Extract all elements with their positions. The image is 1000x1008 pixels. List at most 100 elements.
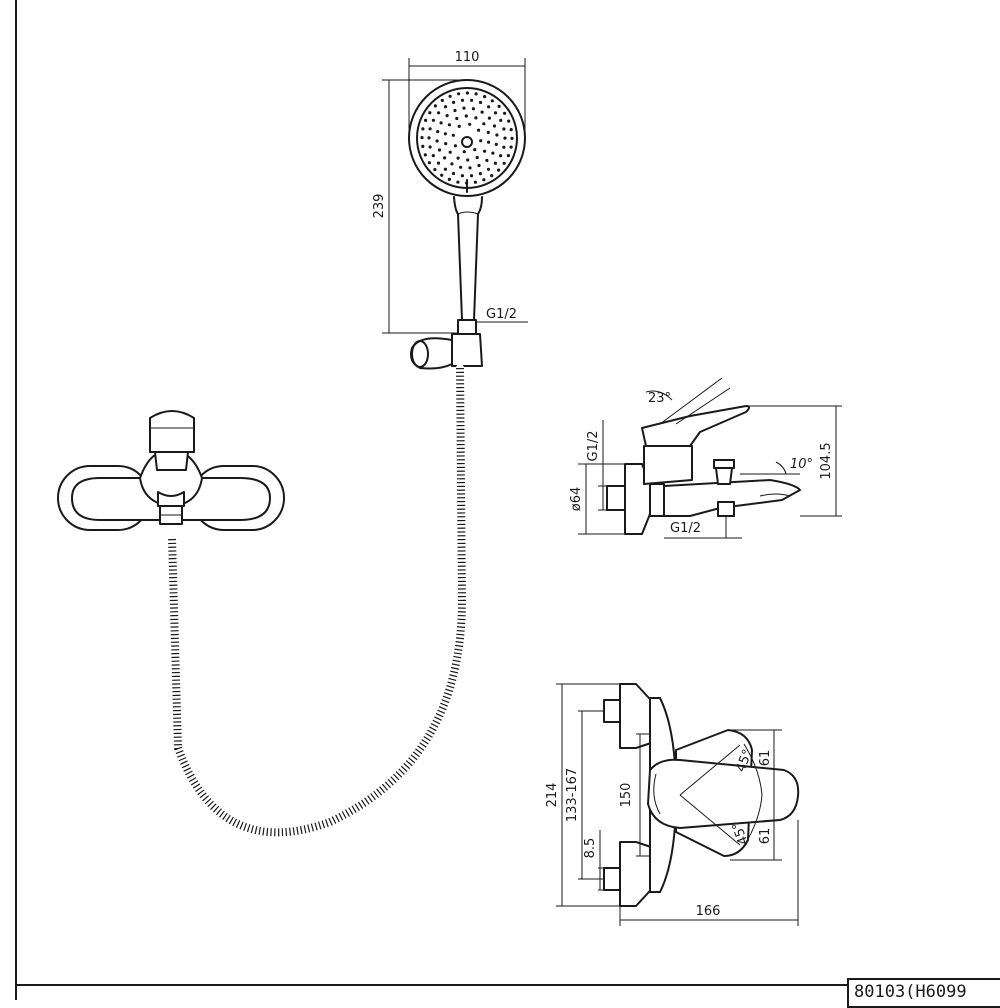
- nozzle-dot: [486, 130, 490, 134]
- dim-head-width: 110: [455, 50, 480, 65]
- nozzle-dot: [473, 148, 477, 152]
- nozzle-dot: [499, 118, 503, 122]
- angle-45-top-ref: [679, 744, 741, 796]
- shower-hose: [168, 364, 467, 837]
- angle-45-arcs: [743, 743, 763, 847]
- top-lever: [647, 758, 800, 829]
- dim-offset: 8.5: [583, 838, 598, 859]
- nozzle-dot: [447, 177, 451, 181]
- nozzle-dot: [499, 154, 503, 158]
- nozzle-dot: [509, 145, 513, 149]
- nozzle-dot: [490, 99, 494, 103]
- nozzle-dot: [447, 123, 451, 127]
- nozzle-dot: [460, 98, 465, 102]
- nozzle-dot: [469, 174, 474, 178]
- handle-neck: [457, 211, 479, 215]
- dim-hose-thread: G1/2: [486, 307, 517, 322]
- mixer-top-view: 45° 45° 61 61 214 133-167 150 8.5 166: [545, 683, 800, 926]
- nozzle-dot: [475, 155, 479, 160]
- nozzle-dot: [451, 171, 456, 176]
- nozzle-dot: [474, 92, 478, 96]
- side-body-spout: [663, 479, 801, 517]
- nozzle-dot: [486, 167, 491, 171]
- mixer-side-view: 23° 10° 104.5 ø64 G1/2 G1/2: [569, 377, 842, 539]
- nozzle-dot: [483, 149, 487, 153]
- nozzle-dot: [493, 111, 498, 115]
- nozzle-dot: [485, 158, 489, 162]
- nozzle-dot: [478, 100, 483, 105]
- nozzle-dot: [468, 166, 472, 170]
- mixer-front-view: [57, 410, 285, 531]
- top-inlet-upper: [603, 699, 621, 723]
- nozzle-dot: [466, 158, 470, 162]
- nozzle-dot: [507, 119, 511, 123]
- dim-side-height: 104.5: [819, 442, 834, 479]
- side-shower-outlet: [717, 501, 735, 517]
- nozzle-dot: [477, 128, 481, 132]
- nozzle-dot: [459, 165, 463, 169]
- spout-aerator: [759, 493, 791, 497]
- nozzle-dot: [483, 95, 487, 99]
- shower-nozzles: [420, 91, 514, 185]
- dim-inlet-thread: G1/2: [670, 521, 701, 536]
- nozzle-dot: [497, 104, 501, 108]
- nozzle-dot: [480, 110, 484, 114]
- nozzle-dot: [456, 156, 460, 160]
- nozzle-dot: [503, 111, 507, 115]
- nozzle-dot: [477, 163, 481, 168]
- nozzle-dot: [423, 153, 427, 157]
- nozzle-dot: [427, 161, 431, 165]
- angle-23-arc: [645, 390, 673, 401]
- nozzle-dot: [439, 121, 443, 125]
- dim-top-value: 61: [758, 750, 773, 767]
- nozzle-dot: [462, 150, 466, 154]
- nozzle-dot: [444, 142, 448, 146]
- nozzle-dot: [482, 178, 486, 182]
- nozzle-dot: [487, 105, 491, 109]
- holder-body: [451, 333, 483, 367]
- nozzle-dot: [428, 111, 432, 115]
- nozzle-dot: [427, 136, 431, 140]
- nozzle-dot: [478, 172, 482, 176]
- nozzle-dot: [440, 98, 444, 102]
- nozzle-dot: [468, 122, 472, 126]
- mixer-lever-front: [149, 410, 195, 453]
- shower-head-outer: [408, 79, 526, 197]
- nozzle-dot: [433, 104, 437, 108]
- nozzle-dot: [502, 161, 506, 165]
- nozzle-dot: [443, 156, 447, 160]
- hose-ribs: [168, 367, 467, 837]
- nozzle-dot: [490, 174, 494, 178]
- bracket-knob: [411, 340, 429, 368]
- hand-shower: 110 239 G1/2: [372, 50, 528, 370]
- dim-flange-dia: ø64: [569, 487, 584, 512]
- dim-side-thread: G1/2: [586, 431, 601, 462]
- nozzle-dot: [502, 145, 506, 149]
- nozzle-dot: [436, 130, 440, 134]
- dim-center-range: 133-167: [565, 768, 580, 822]
- nozzle-dot: [492, 124, 497, 128]
- nozzle-dot: [497, 168, 501, 172]
- lever-base-curve: [653, 773, 661, 815]
- nozzle-dot: [450, 162, 454, 166]
- nozzle-dot: [440, 173, 444, 177]
- nozzle-dot: [445, 114, 449, 118]
- nozzle-dot: [437, 148, 442, 152]
- nozzle-dot: [474, 116, 478, 120]
- diverter-ring: [157, 491, 185, 507]
- nozzle-dot: [421, 127, 425, 131]
- nozzle-dot: [433, 168, 437, 172]
- nozzle-dot: [424, 118, 428, 122]
- nozzle-dot: [421, 144, 425, 148]
- hose-nut: [457, 319, 477, 335]
- nozzle-dot: [473, 180, 477, 184]
- side-lever: [641, 405, 750, 447]
- nozzle-dot: [502, 127, 506, 131]
- nozzle-dot: [495, 133, 499, 137]
- lever-open-position: [659, 377, 723, 425]
- nozzle-dot: [503, 136, 507, 140]
- dim-total-depth: 166: [696, 904, 721, 919]
- nozzle-dot: [493, 161, 497, 165]
- diverter-cap: [713, 459, 735, 469]
